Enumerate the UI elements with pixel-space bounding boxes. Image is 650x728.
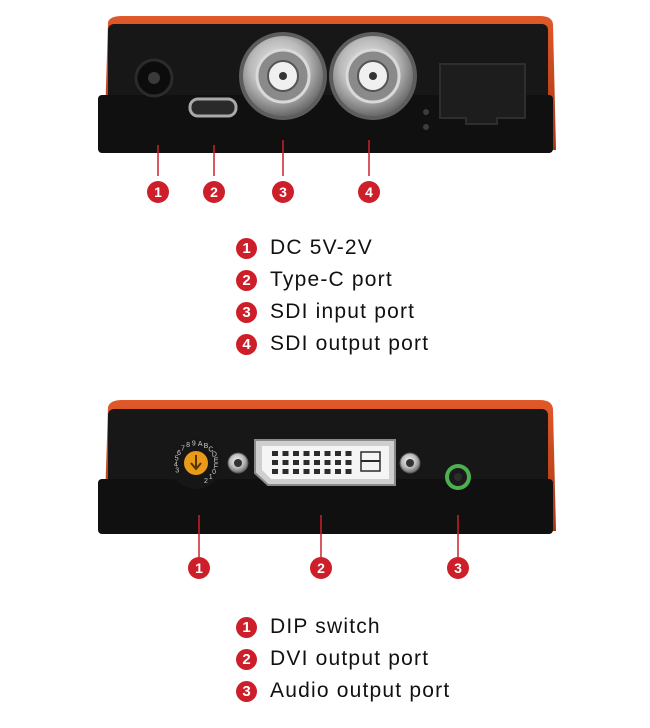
number-badge: 2 (236, 269, 257, 291)
legend-item: 1 DIP switch (236, 611, 450, 643)
legend-label: Type-C port (270, 268, 393, 291)
number-badge: 3 (236, 680, 257, 702)
legend-item: 4 SDI output port (236, 328, 429, 360)
marker-1: 1 (188, 557, 210, 579)
svg-text:4: 4 (365, 184, 373, 200)
sdi-input-bnc (239, 32, 327, 120)
type-c-port (188, 97, 238, 118)
sdi-output-bnc (329, 32, 417, 120)
svg-text:2: 2 (210, 184, 218, 200)
legend-item: 3 SDI input port (236, 296, 429, 328)
marker-4: 4 (358, 181, 380, 203)
svg-text:3: 3 (454, 560, 462, 576)
marker-2: 2 (203, 181, 225, 203)
legend-label: DVI output port (270, 647, 430, 670)
legend-label: Audio output port (270, 679, 451, 702)
legend-label: SDI input port (270, 300, 416, 323)
number-badge: 4 (236, 333, 257, 355)
audio-output-jack (445, 464, 471, 490)
marker-2: 2 (310, 557, 332, 579)
marker-1: 1 (147, 181, 169, 203)
legend-label: DIP switch (270, 615, 381, 638)
marker-3: 3 (447, 557, 469, 579)
top-legend: 1 DC 5V-2V 2 Type-C port 3 SDI input por… (236, 232, 429, 360)
svg-text:1: 1 (195, 560, 203, 576)
number-badge: 3 (236, 301, 257, 323)
dc-power-jack (134, 58, 174, 98)
number-badge: 2 (236, 648, 257, 670)
marker-3: 3 (272, 181, 294, 203)
legend-item: 3 Audio output port (236, 675, 450, 707)
number-badge: 1 (236, 616, 257, 638)
legend-item: 2 DVI output port (236, 643, 450, 675)
legend-item: 1 DC 5V-2V (236, 232, 429, 264)
dvi-output-connector (227, 439, 421, 486)
svg-text:1: 1 (154, 184, 162, 200)
number-badge: 1 (236, 237, 257, 259)
legend-item: 2 Type-C port (236, 264, 429, 296)
device-back-panel-photo: 1 2 3 4 (98, 16, 556, 203)
svg-text:2: 2 (317, 560, 325, 576)
bottom-legend: 1 DIP switch 2 DVI output port 3 Audio o… (236, 611, 450, 707)
svg-text:3: 3 (279, 184, 287, 200)
legend-label: DC 5V-2V (270, 236, 373, 259)
legend-label: SDI output port (270, 332, 430, 355)
